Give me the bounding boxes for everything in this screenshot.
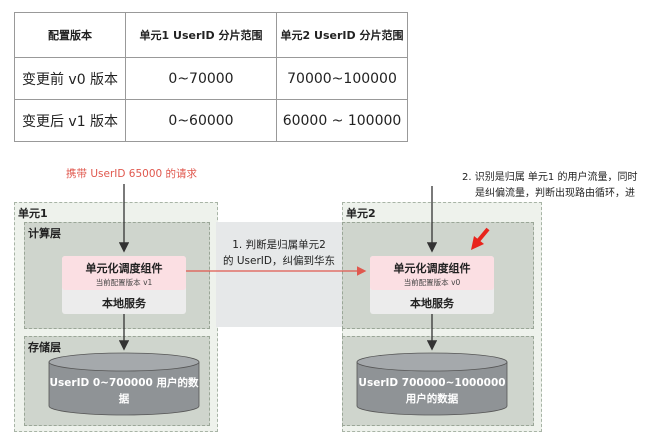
- component-config-version: 当前配置版本 v1: [95, 278, 153, 287]
- unit1-database-label: UserID 0~700000 用户的数 据: [49, 375, 199, 407]
- component-header: [62, 256, 186, 290]
- local-service-label: 本地服务: [410, 297, 454, 310]
- annotation-line: 的 UserID，纠偏到华东: [223, 255, 335, 267]
- unit2-title: 单元2: [346, 207, 376, 220]
- database-label-line: UserID 0~700000 用户的数: [49, 377, 199, 389]
- compute-layer-label: 计算层: [28, 227, 61, 240]
- unit1-title: 单元1: [18, 207, 48, 220]
- table-cell: 变更前 v0 版本: [14, 57, 126, 100]
- table-cell: 60000 ~ 100000: [276, 99, 408, 142]
- annotation-line: 2. 识别是归属 单元1 的用户流量，同时: [462, 172, 638, 183]
- annotation-line: 1. 判断是归属单元2: [232, 239, 326, 251]
- database-label-line: 用户的数据: [405, 393, 459, 405]
- unit1-dispatch-component: 单元化调度组件 当前配置版本 v1 本地服务: [62, 256, 186, 314]
- table-row: 变更前 v0 版本 0~70000 70000~100000: [14, 57, 408, 100]
- table-header: 单元1 UserID 分片范围: [125, 12, 277, 58]
- unit2-dispatch-component: 单元化调度组件 当前配置版本 v0 本地服务: [370, 256, 494, 314]
- table-cell: 70000~100000: [276, 57, 408, 100]
- config-version-table: 配置版本 单元1 UserID 分片范围 单元2 UserID 分片范围 变更前…: [14, 12, 408, 142]
- highlight-arrow-icon: [471, 227, 490, 250]
- component-title: 单元化调度组件: [393, 262, 471, 275]
- annotation-redirect: 1. 判断是归属单元2 的 UserID，纠偏到华东: [220, 237, 338, 269]
- cross-unit-band: [216, 222, 342, 327]
- component-header: [370, 256, 494, 290]
- table-cell: 变更后 v1 版本: [14, 99, 126, 142]
- unit2-database-label: UserID 700000~1000000 用户的数据: [357, 375, 507, 407]
- local-service-label: 本地服务: [102, 297, 146, 310]
- table-row: 变更后 v1 版本 0~60000 60000 ~ 100000: [14, 99, 408, 142]
- unit2-database-icon: [356, 352, 508, 416]
- database-label-line: UserID 700000~1000000: [358, 377, 506, 389]
- database-label-line: 据: [118, 393, 130, 405]
- component-config-version: 当前配置版本 v0: [403, 278, 461, 287]
- table-header: 配置版本: [14, 12, 126, 58]
- table-cell: 0~60000: [125, 99, 277, 142]
- annotation-line: 是纠偏流量，判断出现路由循环，进: [475, 188, 635, 199]
- unit1-database-icon: [48, 352, 200, 416]
- request-label: 携带 UserID 65000 的请求: [66, 168, 198, 180]
- storage-layer-label: 存储层: [28, 341, 61, 354]
- component-title: 单元化调度组件: [85, 262, 163, 275]
- table-header-row: 配置版本 单元1 UserID 分片范围 单元2 UserID 分片范围: [14, 12, 408, 58]
